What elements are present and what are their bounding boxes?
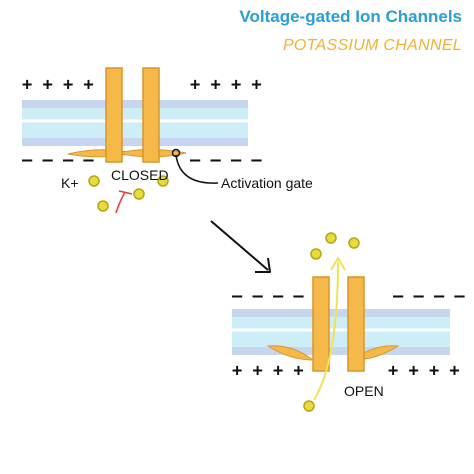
potassium-ion <box>97 200 109 212</box>
closed-bottom-left-charges: – – – – <box>22 150 94 170</box>
closed-state-label: CLOSED <box>111 167 169 183</box>
open-top-left-charges: – – – – <box>232 286 304 306</box>
potassium-ion <box>303 400 315 412</box>
gate-callout-marker <box>171 148 181 158</box>
closed-top-right-charges: + + + + <box>190 75 262 95</box>
potassium-ion <box>310 248 322 260</box>
channel-wall-right <box>347 276 365 372</box>
open-bottom-right-charges: + + + + <box>388 361 460 381</box>
potassium-ion <box>157 175 169 187</box>
blocked-t-icon <box>115 190 133 214</box>
open-channel-panel: – – – – – – – – + + + + + + + + OPEN <box>232 232 465 412</box>
diagram-subtitle: POTASSIUM CHANNEL <box>283 37 462 54</box>
ion-label: K+ <box>61 175 79 191</box>
closed-membrane <box>22 100 248 146</box>
activation-gate-label: Activation gate <box>221 175 313 191</box>
open-ions <box>303 232 360 412</box>
closed-bottom-right-charges: – – – – <box>190 150 262 170</box>
potassium-ion <box>88 175 100 187</box>
potassium-ion <box>348 237 360 249</box>
open-bottom-left-charges: + + + + <box>232 361 304 381</box>
diagram-title: Voltage-gated Ion Channels <box>239 7 462 26</box>
closed-top-left-charges: + + + + <box>22 75 94 95</box>
arrow-up-icon <box>313 257 346 401</box>
arrow-down-right-icon <box>210 220 271 273</box>
closed-ions <box>88 175 169 212</box>
channel-wall-right <box>142 67 160 163</box>
channel-wall-left <box>312 276 330 372</box>
channel-wall-left <box>105 67 123 163</box>
open-top-right-charges: – – – – <box>393 286 465 306</box>
potassium-ion <box>325 232 337 244</box>
gate-callout-line <box>175 154 219 184</box>
membrane-inner-band <box>232 317 450 347</box>
potassium-ion <box>133 188 145 200</box>
open-membrane <box>232 309 450 355</box>
open-state-label: OPEN <box>344 383 384 399</box>
membrane-inner-band <box>22 108 248 138</box>
closed-channel-panel: + + + + + + + + – – – – – – – – K+ CLOSE… <box>22 67 313 214</box>
